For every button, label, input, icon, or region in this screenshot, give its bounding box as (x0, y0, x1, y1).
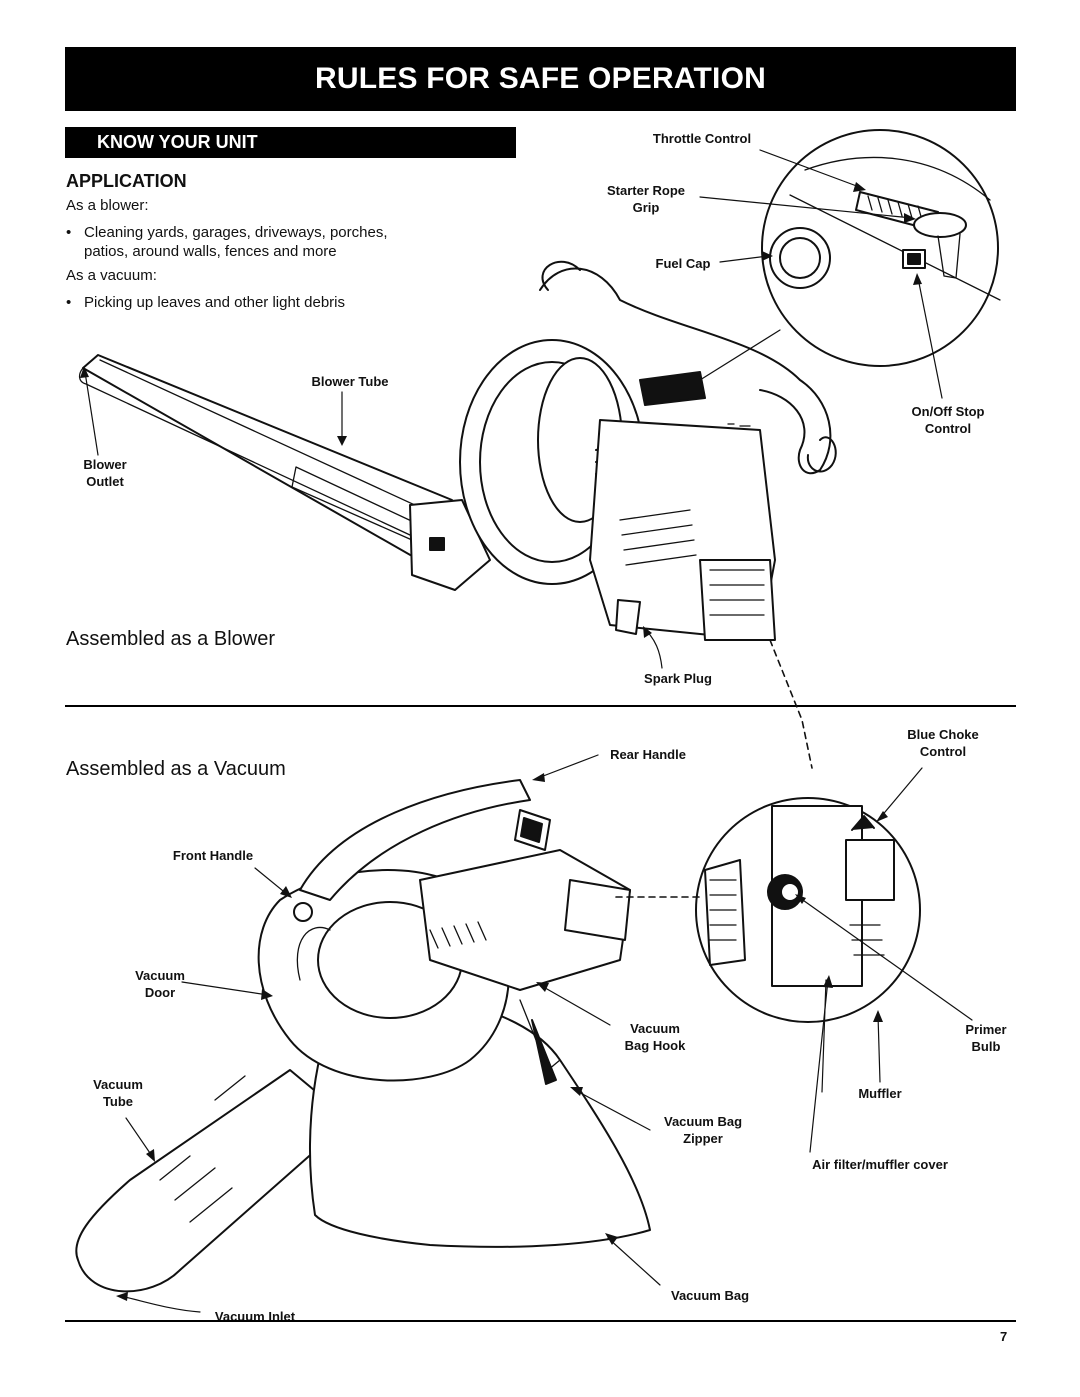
label-front-handle: Front Handle (172, 848, 254, 863)
label-air-filter-muffler-cover: Air filter/muffler cover (812, 1157, 948, 1172)
label-vacuum-tube-line-1: Vacuum (93, 1077, 143, 1092)
blower-bullet-line-1: Cleaning yards, garages, driveways, porc… (84, 224, 388, 241)
vacuum-drawing (75, 754, 973, 1313)
label-bag-hook-line-2: Bag Hook (624, 1038, 686, 1053)
label-muffler: Muffler (858, 1086, 902, 1101)
label-vacuum-inlet: Vacuum Inlet (214, 1309, 296, 1324)
label-vacuum-tube-line-2: Tube (102, 1094, 134, 1109)
label-blower-outlet-line-1: Blower (83, 457, 127, 472)
assembled-vacuum-title: Assembled as a Vacuum (66, 758, 286, 780)
blower-bullet-line-2: patios, around walls, fences and more (84, 243, 337, 260)
blower-intro: As a blower: (66, 197, 149, 214)
label-vacuum-door: Vacuum Door (120, 967, 200, 1001)
label-starter-rope-grip: Starter Rope Grip (590, 182, 702, 216)
page-title-banner: RULES FOR SAFE OPERATION (65, 47, 1016, 111)
section-header-know-your-unit: KNOW YOUR UNIT (65, 127, 516, 158)
label-blue-choke-line-1: Blue Choke (907, 727, 979, 742)
label-bag-hook-line-1: Vacuum (630, 1021, 680, 1036)
label-throttle-control: Throttle Control (652, 131, 752, 146)
label-vacuum-bag-zipper: Vacuum Bag Zipper (648, 1113, 758, 1147)
label-onoff-line-1: On/Off Stop (911, 404, 985, 419)
vacuum-use-bullet: Picking up leaves and other light debris (64, 293, 345, 312)
page-number: 7 (1000, 1329, 1008, 1344)
label-bag-zipper-line-2: Zipper (683, 1131, 723, 1146)
label-blower-outlet-line-2: Outlet (86, 474, 124, 489)
section-divider (65, 705, 1016, 707)
label-vacuum-tube: Vacuum Tube (78, 1076, 158, 1110)
label-starter-rope-line-1: Starter Rope (606, 183, 686, 198)
label-primer-line-1: Primer (965, 1022, 1007, 1037)
label-blue-choke-control: Blue Choke Control (888, 726, 998, 760)
label-vacuum-bag: Vacuum Bag (670, 1288, 750, 1303)
label-primer-bulb: Primer Bulb (948, 1021, 1024, 1055)
application-heading: APPLICATION (66, 171, 187, 191)
label-fuel-cap: Fuel Cap (655, 256, 711, 271)
label-blue-choke-line-2: Control (919, 744, 967, 759)
label-vacuum-door-line-1: Vacuum (135, 968, 185, 983)
label-onoff-stop-control: On/Off Stop Control (893, 403, 1003, 437)
blower-use-bullet: Cleaning yards, garages, driveways, porc… (64, 223, 388, 261)
label-blower-outlet: Blower Outlet (70, 456, 140, 490)
label-bag-zipper-line-1: Vacuum Bag (663, 1114, 743, 1129)
vacuum-bullet-line: Picking up leaves and other light debris (84, 294, 345, 311)
blower-drawing (78, 129, 1001, 669)
label-primer-line-2: Bulb (971, 1039, 1001, 1054)
vacuum-intro: As a vacuum: (66, 267, 157, 284)
label-spark-plug: Spark Plug (644, 671, 712, 686)
label-vacuum-bag-hook: Vacuum Bag Hook (610, 1020, 700, 1054)
label-onoff-line-2: Control (924, 421, 972, 436)
assembled-blower-title: Assembled as a Blower (66, 628, 275, 650)
label-starter-rope-line-2: Grip (632, 200, 660, 215)
label-rear-handle: Rear Handle (610, 747, 686, 762)
label-vacuum-door-line-2: Door (144, 985, 176, 1000)
label-blower-tube: Blower Tube (311, 374, 389, 389)
footer-divider (65, 1320, 1016, 1322)
